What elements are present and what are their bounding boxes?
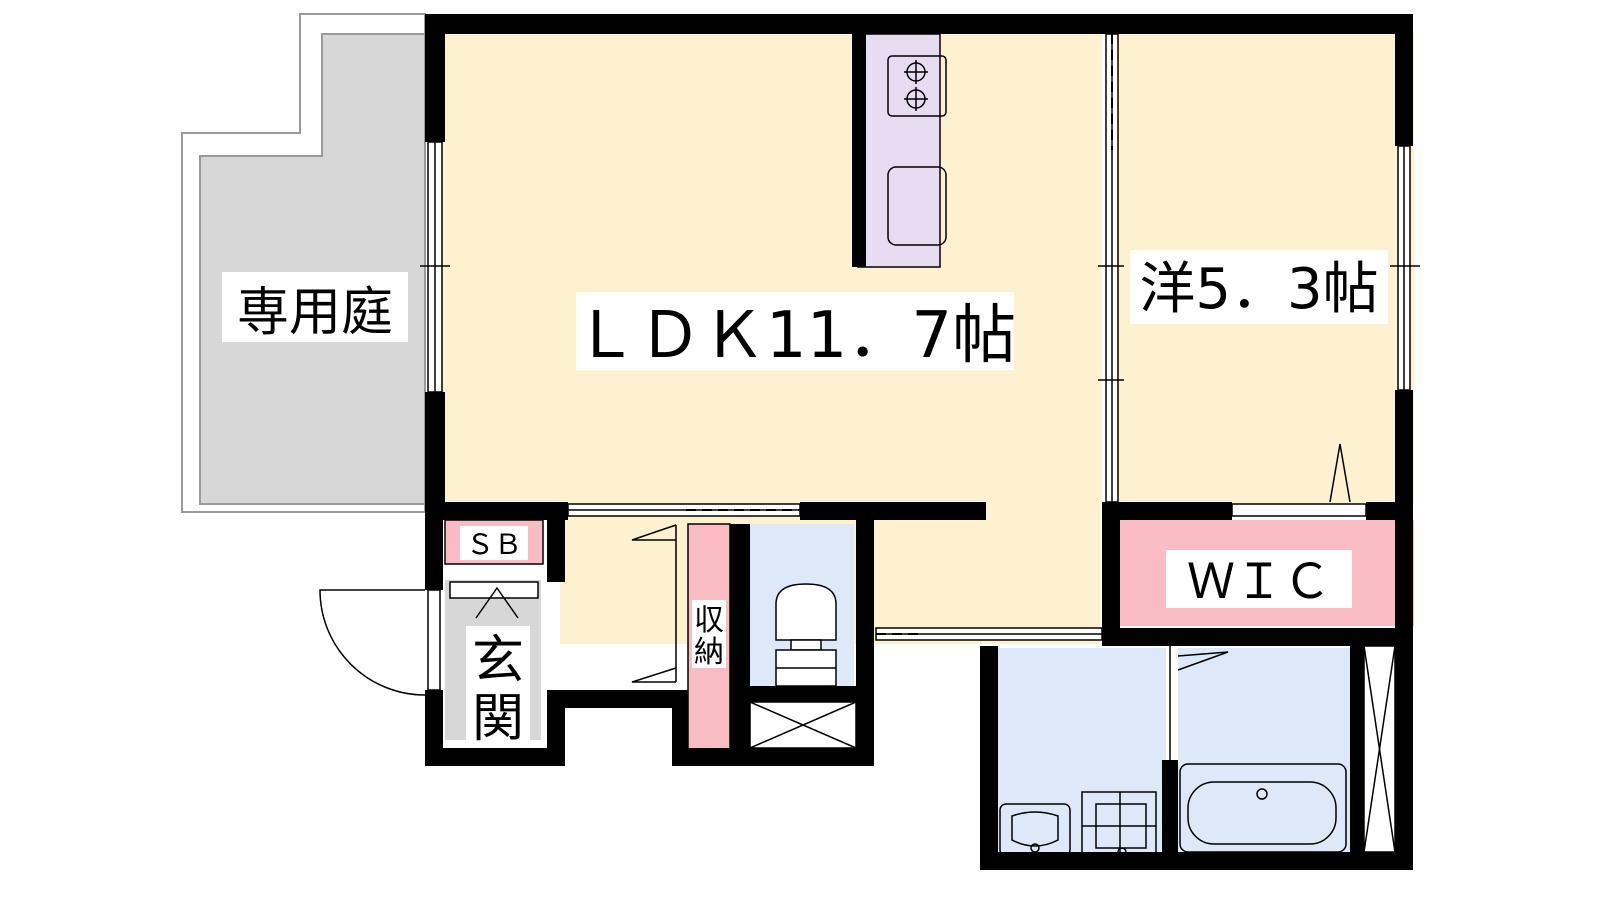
garden-label-group: 専用庭	[222, 272, 408, 343]
ldk-label: ＬＤＫ11．7帖	[574, 299, 1016, 373]
toilet-icon	[775, 583, 837, 687]
ldk-label-group: ＬＤＫ11．7帖	[574, 292, 1016, 373]
bathroom-door-mark	[1177, 651, 1229, 671]
bathtub-icon	[1179, 763, 1347, 853]
closet-door-marks	[631, 524, 677, 683]
stove-icon	[887, 55, 947, 117]
closet-label-bottom: 納	[694, 635, 724, 670]
entrance-label-bottom: 関	[472, 689, 524, 749]
bathroom-floor	[1178, 648, 1350, 864]
entrance-frame	[449, 581, 539, 599]
wash-basin-icon	[999, 803, 1071, 857]
shoe-box-label-group: ＳＢ	[460, 526, 528, 561]
closet-label-top: 収	[694, 603, 724, 638]
ldk-floor	[437, 32, 1102, 504]
walls	[425, 14, 1413, 870]
entrance-step-mark	[475, 586, 519, 619]
shoe-box-label: ＳＢ	[466, 528, 522, 561]
washroom-floor	[996, 648, 1166, 864]
entrance-door[interactable]	[319, 589, 426, 696]
kitchen-counter	[857, 33, 941, 268]
entrance-label-top: 玄	[472, 631, 524, 691]
wic-label: ＷＩＣ	[1187, 554, 1331, 610]
private-garden	[181, 13, 426, 513]
western-room-label: 洋5．3帖	[1139, 257, 1378, 322]
window-details	[420, 34, 1420, 635]
entrance-label-group: 玄 関	[466, 626, 530, 749]
kitchen-sink-icon	[887, 166, 947, 246]
closet-label-group: 収 納	[692, 600, 726, 670]
sliding-door-marks	[686, 34, 1113, 740]
western-room-label-group: 洋5．3帖	[1130, 250, 1388, 324]
garden-label: 専用庭	[237, 283, 393, 343]
wic-label-group: ＷＩＣ	[1166, 550, 1352, 610]
utility-space-boxes	[749, 645, 1396, 853]
washing-machine-icon	[1081, 791, 1157, 857]
wic-door-mark	[1329, 443, 1351, 503]
